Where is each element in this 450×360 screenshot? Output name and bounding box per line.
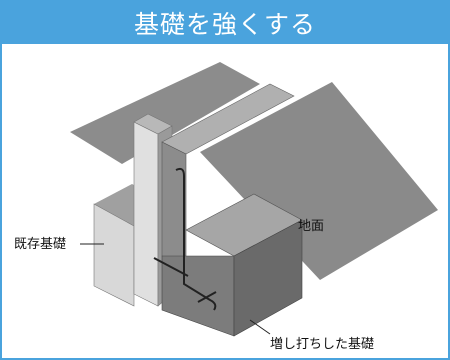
label-ground: 地面 bbox=[298, 219, 324, 234]
label-existing-foundation: 既存基礎 bbox=[14, 237, 66, 252]
rebar-anchor bbox=[197, 291, 217, 303]
page-title: 基礎を強くする bbox=[133, 10, 316, 39]
leader-added bbox=[249, 319, 271, 335]
existing-footing-front bbox=[93, 203, 135, 307]
foundation-diagram: 既存基礎 地面 増し打ちした基礎 bbox=[14, 62, 438, 352]
ground-plane bbox=[200, 82, 438, 280]
existing-wall-front bbox=[133, 121, 159, 307]
label-added-foundation: 増し打ちした基礎 bbox=[270, 337, 374, 352]
title-bar: 基礎を強くする bbox=[2, 2, 448, 44]
ground-plane-back bbox=[70, 62, 260, 164]
rebar-horizontal bbox=[153, 257, 189, 277]
added-footing-side bbox=[233, 219, 303, 337]
rebar-vertical bbox=[175, 167, 217, 311]
added-wall-front bbox=[161, 141, 187, 269]
